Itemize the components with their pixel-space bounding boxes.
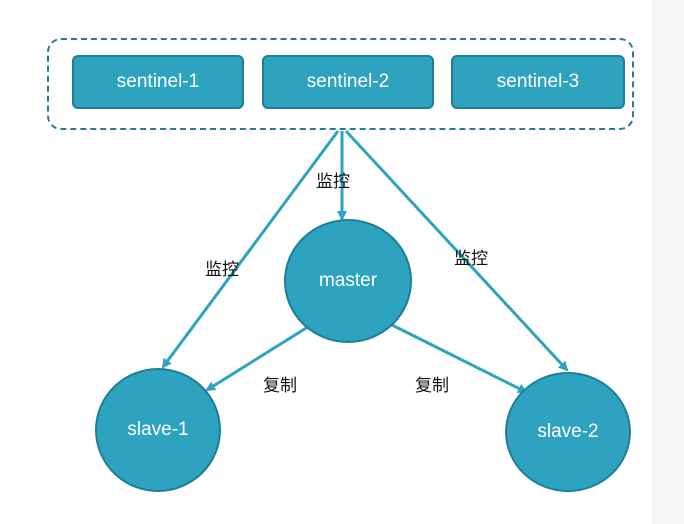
sentinel-group [47,38,634,130]
monitor-label-center: 监控 [316,172,350,192]
monitor-label-right: 监控 [454,249,488,269]
background-band [652,0,684,524]
monitor-label-left: 监控 [205,260,239,280]
sentinel-3-box: sentinel-3 [451,55,625,109]
replicate-arrow-slave-2 [391,323,528,394]
slave-2-node: slave-2 [505,372,631,492]
sentinel-2-box: sentinel-2 [262,55,434,109]
master-node: master [284,219,412,343]
sentinel-1-box: sentinel-1 [72,55,244,109]
replicate-arrow-slave-1 [205,323,312,392]
slave-1-node: slave-1 [95,368,221,492]
monitor-arrow-slave-1 [161,130,340,369]
replicate-label-left: 复制 [263,376,297,396]
monitor-arrow-slave-2 [344,129,569,372]
replicate-label-right: 复制 [415,376,449,396]
